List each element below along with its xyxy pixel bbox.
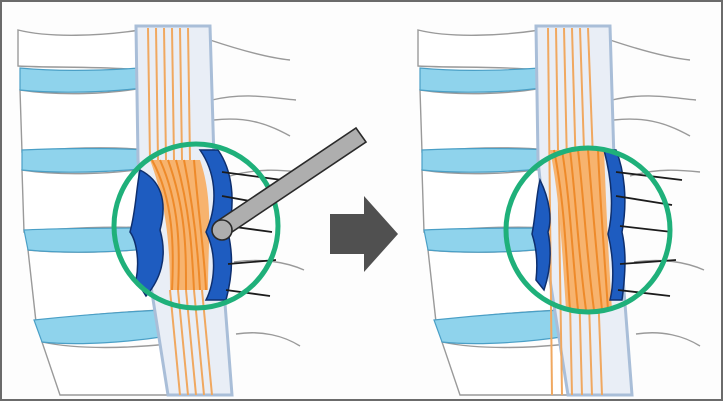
right-arrow-icon (330, 196, 398, 272)
panel-before (18, 26, 366, 395)
panel-after (418, 26, 704, 395)
